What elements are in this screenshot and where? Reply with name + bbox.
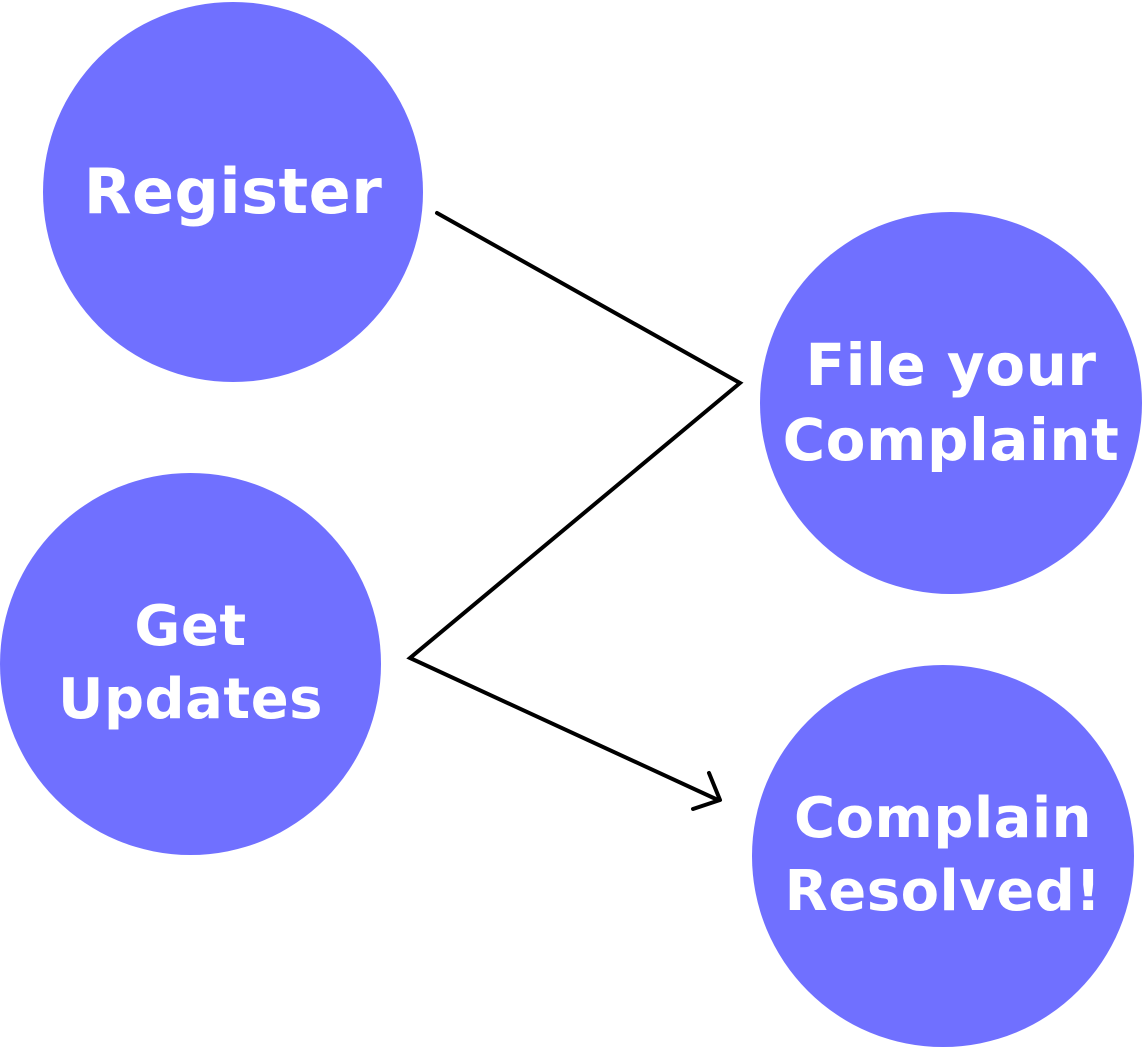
- get-updates-step-circle: Get Updates: [0, 473, 381, 855]
- file-complaint-step-circle: File your Complaint: [760, 212, 1142, 594]
- register-step-label: Register: [83, 154, 383, 228]
- complaint-resolved-step-label: Complain Resolved!: [784, 786, 1102, 924]
- file-complaint-step-label: File your Complaint: [782, 330, 1120, 474]
- connector-line: [406, 211, 744, 802]
- arrowhead-icon: [691, 771, 722, 811]
- get-updates-step-label: Get Updates: [57, 594, 323, 732]
- register-step-circle: Register: [43, 2, 423, 382]
- complaint-resolved-step-circle: Complain Resolved!: [752, 665, 1134, 1047]
